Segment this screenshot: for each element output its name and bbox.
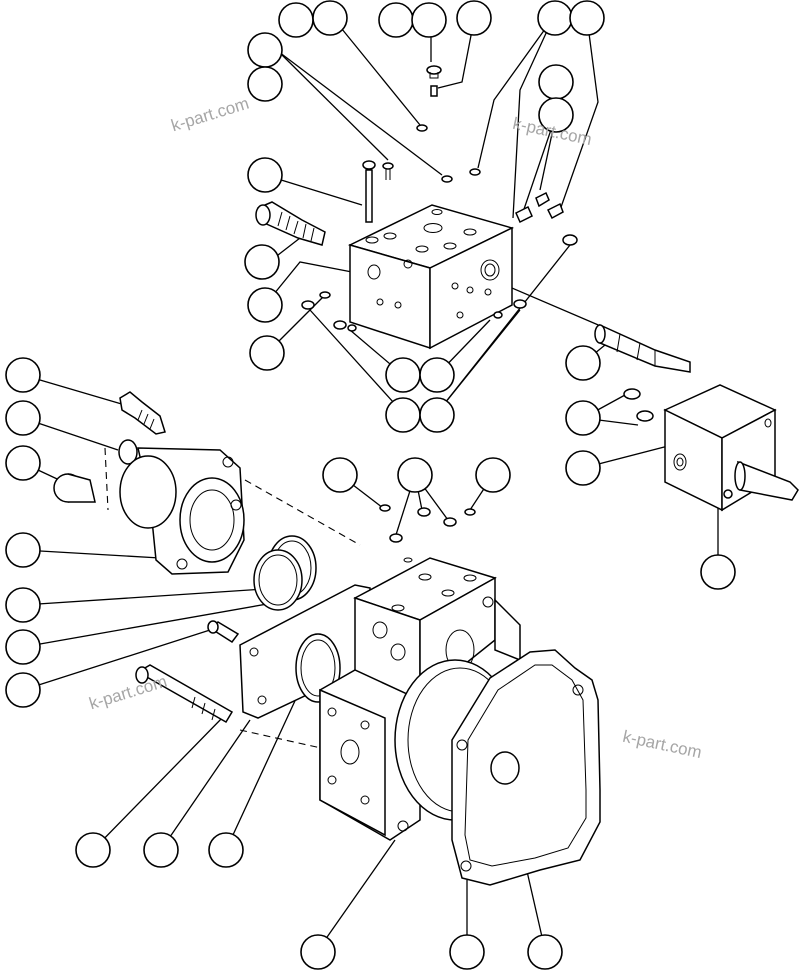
callout-balloon — [208, 832, 244, 868]
callout-balloon — [538, 97, 574, 133]
callout-balloon — [419, 397, 455, 433]
drive-shaft — [594, 323, 691, 373]
callout-balloon — [312, 0, 348, 36]
callout-balloon — [378, 2, 414, 38]
callout-balloon — [278, 2, 314, 38]
callout-balloon — [5, 672, 41, 708]
callout-balloon — [244, 244, 280, 280]
callout-balloon — [527, 934, 563, 970]
callout-balloon — [5, 357, 41, 393]
callout-balloon — [700, 554, 736, 590]
callout-balloon — [397, 457, 433, 493]
callout-balloon — [475, 457, 511, 493]
callout-balloon — [5, 400, 41, 436]
callout-balloon — [247, 287, 283, 323]
callout-balloon — [565, 400, 601, 436]
side-block-assembly — [623, 384, 799, 512]
pump-housing — [135, 504, 601, 886]
callout-balloon — [300, 934, 336, 970]
callout-balloon — [5, 445, 41, 481]
flange-assembly — [53, 391, 361, 611]
callout-balloon — [247, 32, 283, 68]
callout-balloon — [247, 157, 283, 193]
callout-balloon — [565, 450, 601, 486]
callout-balloon — [565, 345, 601, 381]
callout-balloon — [143, 832, 179, 868]
callout-balloon — [249, 335, 285, 371]
callout-balloon — [5, 629, 41, 665]
callout-balloon — [385, 357, 421, 393]
valve-block-assembly — [255, 65, 578, 350]
callout-balloon — [75, 832, 111, 868]
callout-balloon — [385, 397, 421, 433]
callout-balloon — [456, 0, 492, 36]
callout-balloon — [419, 357, 455, 393]
callout-balloon — [5, 587, 41, 623]
callout-balloon — [449, 934, 485, 970]
callout-balloon — [5, 532, 41, 568]
callout-balloon — [537, 0, 573, 36]
callout-balloon — [538, 64, 574, 100]
callout-balloon — [247, 66, 283, 102]
callout-balloon — [411, 2, 447, 38]
callout-balloon — [322, 457, 358, 493]
callout-balloon — [569, 0, 605, 36]
callout-balloons — [5, 0, 736, 970]
